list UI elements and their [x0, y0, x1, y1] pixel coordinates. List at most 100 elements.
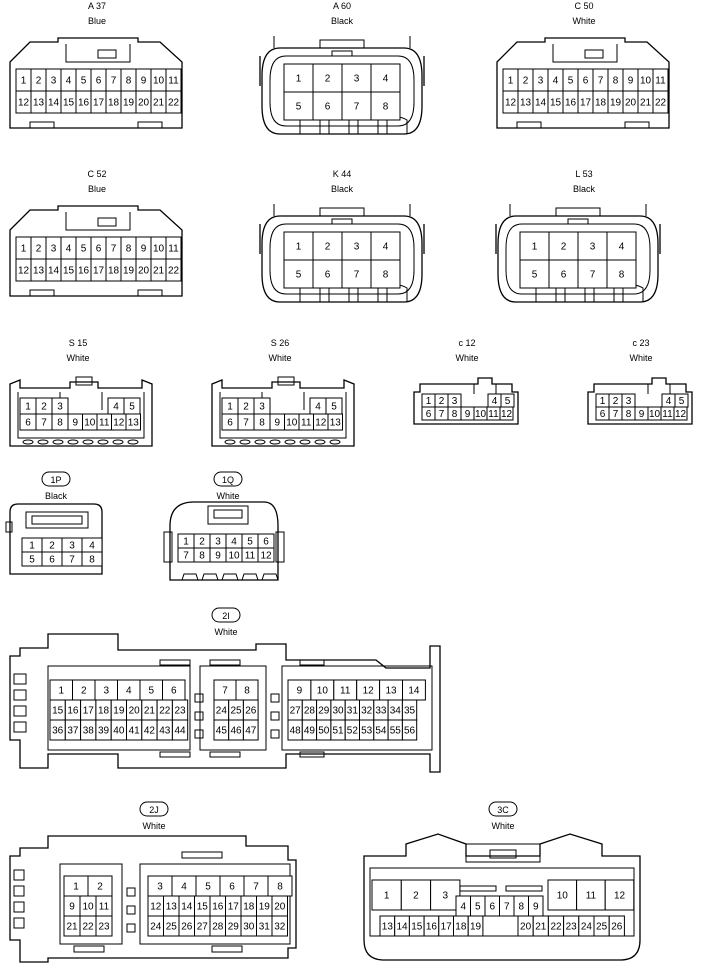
pin-number: 12 — [614, 891, 626, 902]
pin-number: 11 — [340, 686, 351, 697]
pin-number: 3 — [354, 242, 360, 253]
pin-number: 1 — [296, 242, 302, 253]
pin-number: 13 — [33, 266, 45, 277]
pin-number: 2 — [413, 891, 419, 902]
pin-number: 41 — [129, 726, 141, 737]
pin-number: 2 — [41, 402, 47, 413]
housing-outline — [299, 751, 325, 758]
pin-number: 42 — [144, 726, 156, 737]
pin-number: 8 — [452, 409, 458, 420]
pin-number: 6 — [227, 418, 233, 429]
pin-number: 5 — [81, 244, 87, 255]
pin-number: 27 — [197, 922, 209, 933]
pin-number: 12 — [113, 418, 125, 429]
pin-cell — [341, 91, 372, 121]
latch-slot — [314, 439, 326, 445]
pin-number: 6 — [96, 76, 102, 87]
housing-outline — [505, 223, 651, 295]
housing-outline — [97, 49, 117, 59]
pin-number: 1 — [508, 76, 514, 87]
housing-outline — [13, 917, 25, 929]
pin-number: 7 — [354, 270, 360, 281]
housing-outline — [209, 751, 241, 758]
pin-cell — [499, 406, 514, 421]
pin-number: 17 — [580, 98, 592, 109]
connector-color: White — [66, 353, 89, 363]
pin-number: 9 — [69, 902, 75, 913]
pin-number: 20 — [520, 922, 532, 933]
housing-outline — [270, 729, 280, 739]
housing-outline — [221, 573, 239, 581]
pin-number: 28 — [212, 922, 224, 933]
pin-number: 10 — [649, 409, 661, 420]
housing-outline — [270, 693, 280, 703]
pin-number: 54 — [375, 726, 387, 737]
connector-code: C 50 — [574, 1, 593, 11]
pin-number: 27 — [290, 706, 302, 717]
connector-color: White — [214, 627, 237, 637]
pin-number: 4 — [181, 882, 187, 893]
housing-outline — [331, 50, 353, 57]
pin-number: 2 — [199, 537, 205, 548]
pin-number: 21 — [153, 98, 165, 109]
pin-number: 2 — [36, 244, 42, 255]
pin-number: 33 — [375, 706, 387, 717]
pin-number: 14 — [535, 98, 547, 109]
pin-number: 6 — [263, 537, 269, 548]
pin-number: 3 — [442, 891, 448, 902]
housing-outline — [587, 377, 693, 425]
pin-number: 8 — [277, 882, 283, 893]
housing-outline — [9, 379, 153, 447]
pin-number: 12 — [315, 418, 327, 429]
pin-number: 21 — [640, 98, 652, 109]
pin-number: 8 — [619, 270, 625, 281]
pin-number: 4 — [126, 686, 132, 697]
pin-cell — [171, 719, 189, 741]
pin-number: 8 — [383, 270, 389, 281]
pin-cell — [576, 879, 606, 911]
pin-number: 15 — [63, 266, 75, 277]
connector-color: Black — [45, 491, 68, 501]
connector-code: 1Q — [222, 475, 234, 485]
latch-slot — [254, 439, 266, 445]
pin-number: 16 — [78, 266, 90, 277]
pin-cell — [312, 63, 343, 93]
pin-number: 5 — [475, 902, 481, 913]
pin-number: 3 — [590, 242, 596, 253]
pin-number: 6 — [561, 270, 567, 281]
pin-cell — [312, 231, 343, 261]
pin-number: 56 — [404, 726, 416, 737]
pin-number: 10 — [557, 891, 569, 902]
latch-slot — [82, 439, 94, 445]
pin-number: 7 — [253, 882, 259, 893]
pin-number: 3 — [452, 396, 458, 407]
connector-color: Blue — [88, 16, 106, 26]
pin-number: 26 — [611, 922, 623, 933]
housing-outline — [163, 531, 173, 563]
latch-slot — [97, 439, 109, 445]
pin-number: 3 — [51, 244, 57, 255]
pin-cell — [312, 91, 343, 121]
housing-outline — [473, 384, 497, 394]
pin-number: 21 — [535, 922, 547, 933]
pin-number: 32 — [274, 922, 286, 933]
pin-number: 49 — [304, 726, 316, 737]
pin-number: 10 — [84, 418, 96, 429]
pin-number: 4 — [383, 74, 389, 85]
pin-number: 7 — [613, 409, 619, 420]
connector-code: 2I — [222, 611, 230, 621]
pin-number: 1 — [21, 76, 27, 87]
pin-cell — [370, 259, 401, 289]
pin-number: 11 — [168, 244, 179, 255]
pin-number: 20 — [129, 706, 141, 717]
pin-number: 6 — [171, 686, 177, 697]
latch-slot — [284, 439, 296, 445]
pin-cell — [652, 90, 669, 114]
pin-number: 11 — [662, 409, 673, 420]
pin-number: 17 — [93, 98, 105, 109]
housing-outline — [201, 573, 219, 581]
pin-number: 9 — [72, 418, 78, 429]
pin-number: 43 — [159, 726, 171, 737]
pin-cell — [242, 719, 259, 741]
